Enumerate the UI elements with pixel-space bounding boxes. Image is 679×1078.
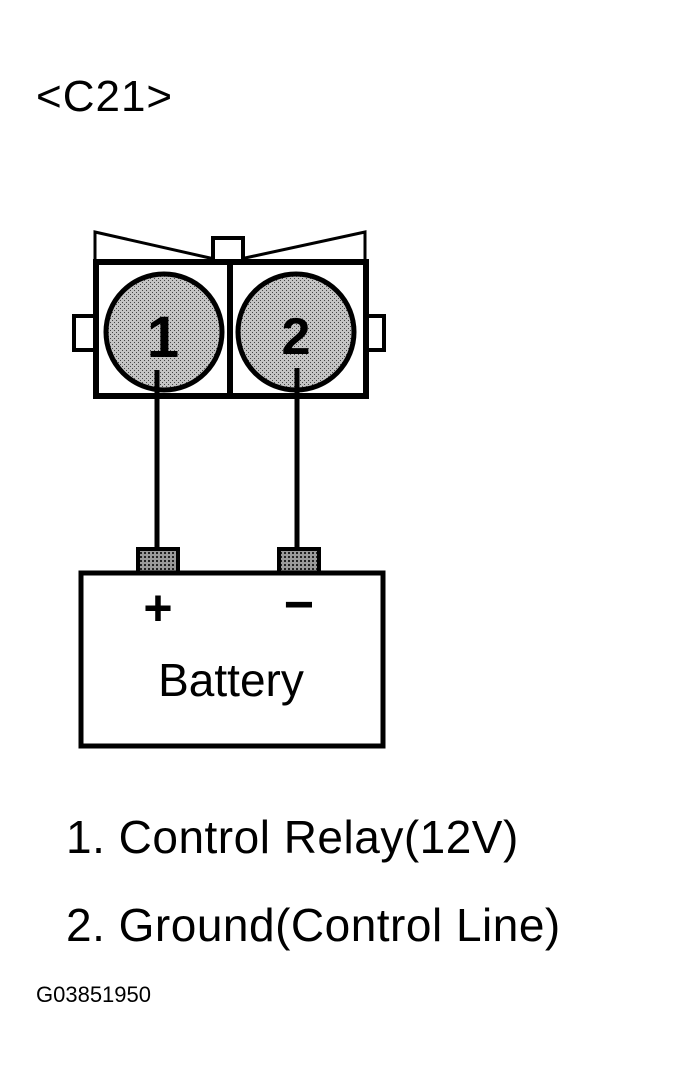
legend-item-ground: 2. Ground(Control Line) bbox=[66, 899, 561, 951]
connector-left-flap bbox=[93, 230, 212, 264]
legend-item-control-relay: 1. Control Relay(12V) bbox=[66, 811, 519, 863]
figure-code: G03851950 bbox=[36, 982, 151, 1007]
battery-positive-terminal bbox=[136, 547, 180, 575]
connector-title: <C21> bbox=[36, 72, 174, 121]
battery-positive-symbol: + bbox=[143, 580, 172, 636]
pin-1-number: 1 bbox=[147, 305, 179, 370]
pin-2-number: 2 bbox=[282, 308, 311, 366]
pin-1-contact bbox=[103, 271, 225, 393]
battery-body bbox=[78, 570, 386, 749]
connector-right-flap bbox=[243, 230, 367, 264]
battery-label: Battery bbox=[158, 654, 304, 706]
connector-body: 1 2 bbox=[72, 230, 386, 399]
battery: + − Battery bbox=[78, 570, 386, 749]
battery-negative-symbol: − bbox=[284, 576, 314, 634]
connector-latch bbox=[211, 236, 245, 264]
battery-negative-terminal bbox=[277, 547, 321, 575]
